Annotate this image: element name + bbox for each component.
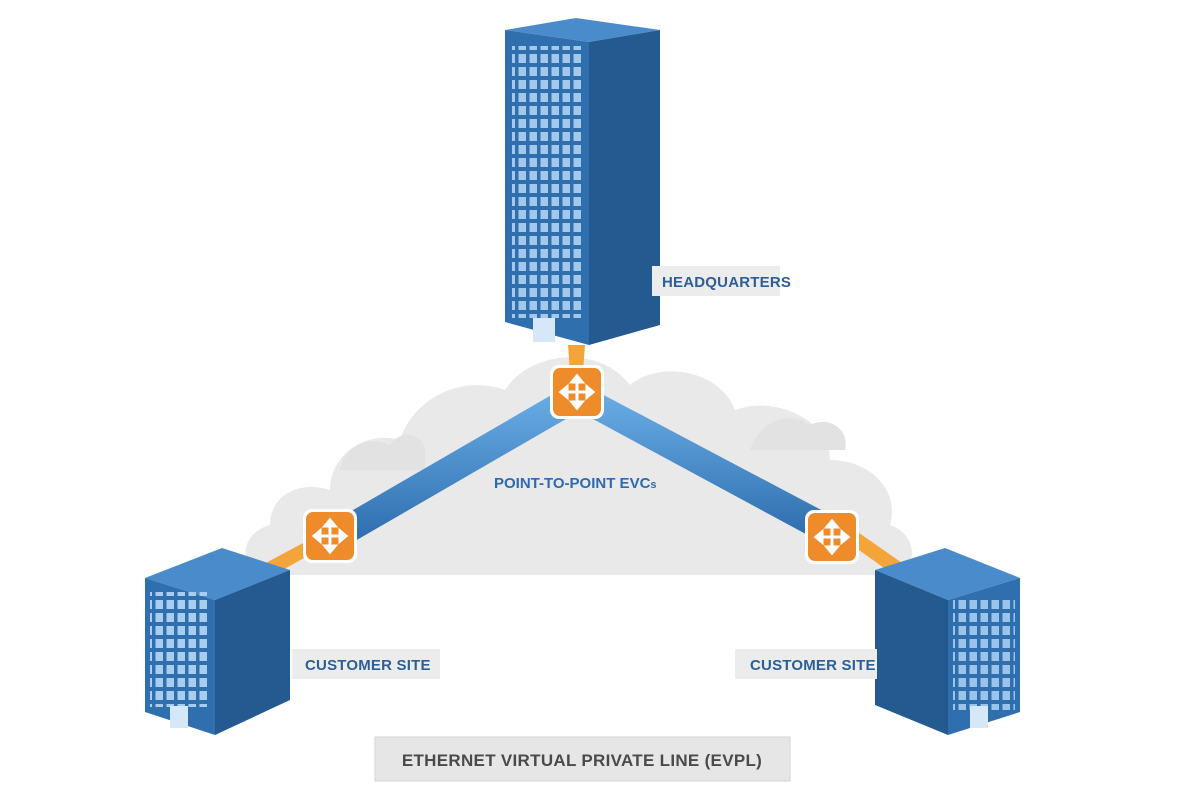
four-way-arrows-icon (558, 373, 596, 411)
customer-site-left-building-icon (145, 548, 290, 735)
customer-site-left-label-bg (292, 649, 440, 679)
caption-bg (374, 736, 791, 782)
diagram-caption: ETHERNET VIRTUAL PRIVATE LINE (EVPL) (402, 751, 762, 770)
switch-right (805, 510, 859, 564)
four-way-arrows-icon (311, 517, 349, 555)
four-way-arrows-icon (813, 518, 851, 556)
evc-label-suffix: s (650, 479, 656, 491)
switch-top (550, 365, 604, 419)
customer-site-left-label: CUSTOMER SITE (305, 657, 431, 674)
evc-label-main: POINT-TO-POINT EVC (494, 475, 651, 492)
switch-left (303, 509, 357, 563)
evc-label: POINT-TO-POINT EVCs (494, 475, 657, 492)
headquarters-label: HEADQUARTERS (662, 274, 791, 291)
customer-site-right-label: CUSTOMER SITE (750, 657, 876, 674)
evc-link-right (580, 392, 844, 546)
customer-site-right-building-icon (875, 548, 1020, 735)
cloud-icon (245, 357, 912, 575)
customer-site-right-label-bg (735, 649, 877, 679)
headquarters-building-icon (505, 18, 660, 345)
evc-link-left (322, 390, 578, 552)
headquarters-label-bg (652, 266, 780, 296)
evc-links (322, 390, 844, 552)
